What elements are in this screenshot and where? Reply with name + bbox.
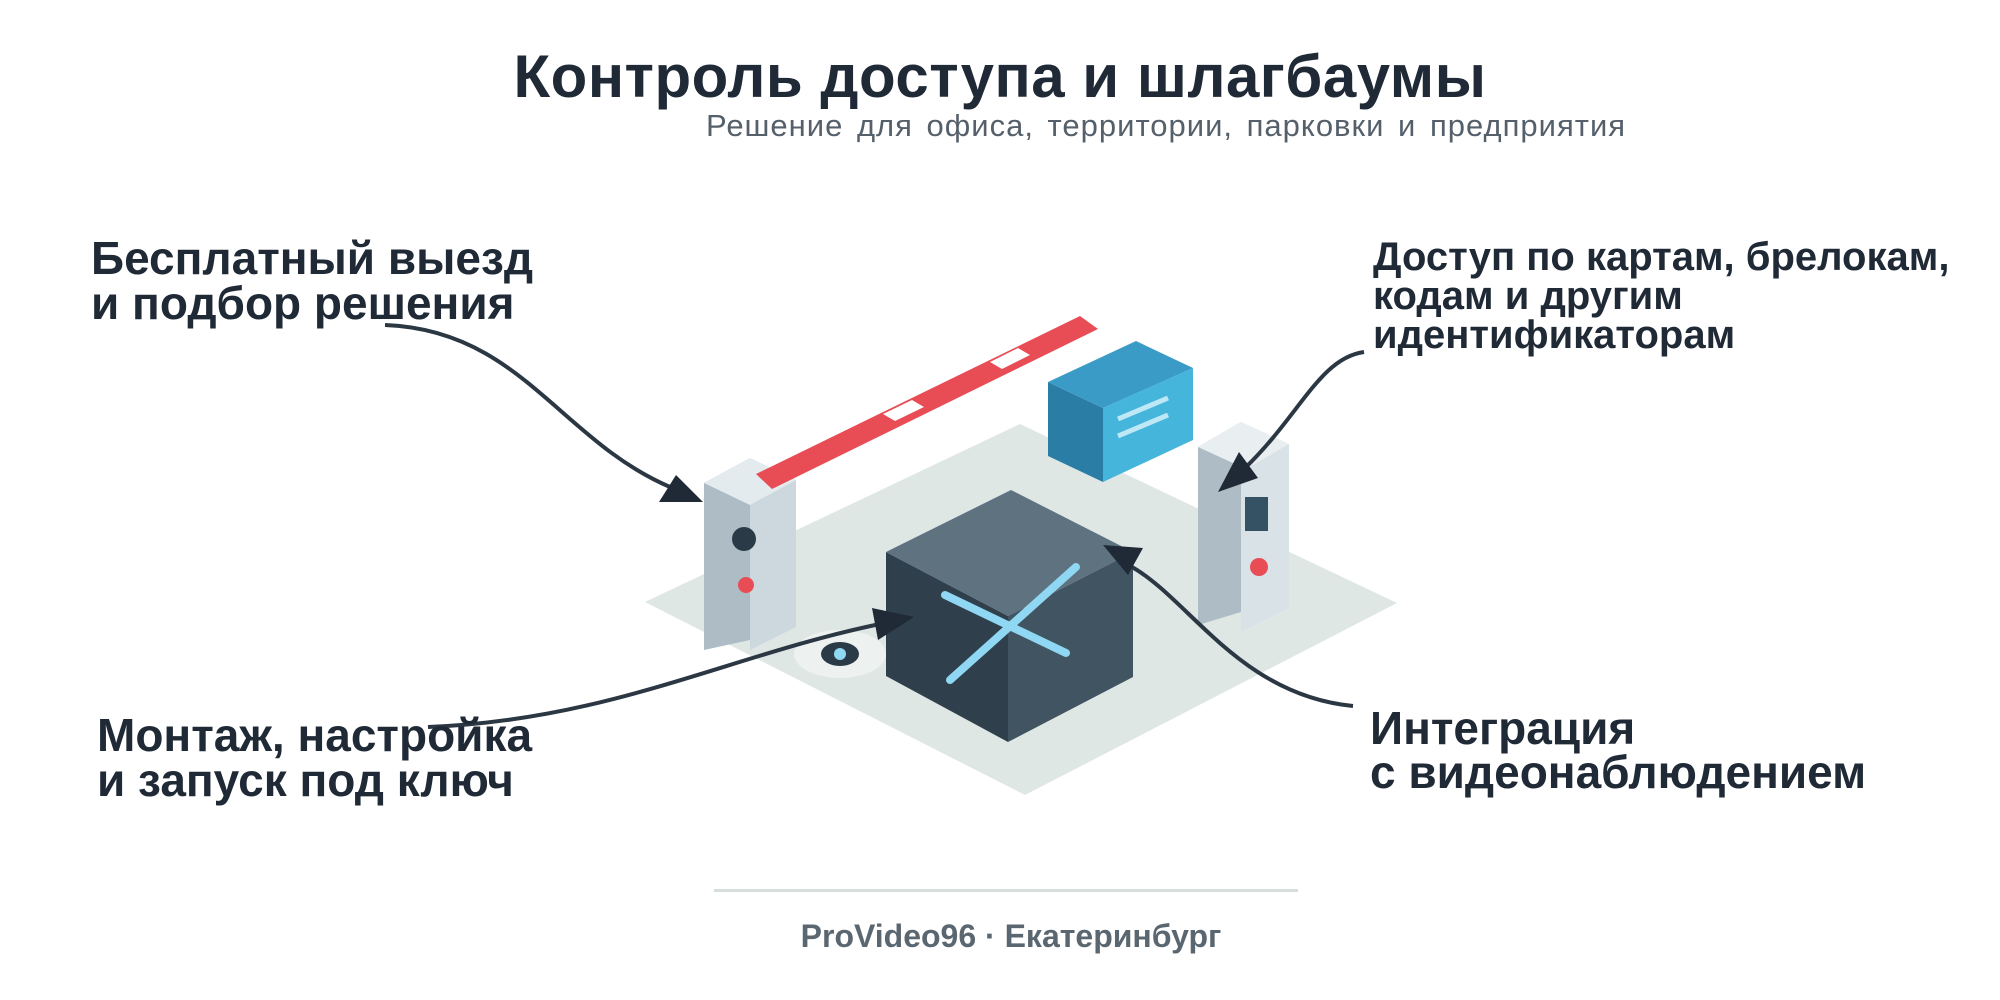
controller-box-icon (886, 490, 1133, 742)
footer-brand: ProVideo96 · Екатеринбург (800, 918, 1222, 954)
page-title: Контроль доступа и шлагбаумы (513, 43, 1487, 110)
callout-card-access: Доступ по картам, брелокам, кодам и друг… (1373, 235, 1950, 357)
callout-card-access-line2: кодам и другим (1373, 274, 1683, 318)
left-barrier-post (704, 458, 796, 650)
callout-video-integration-line2: с видеонаблюдением (1370, 746, 1867, 798)
callout-free-visit-line1: Бесплатный выезд (91, 232, 534, 284)
callout-video-integration: Интеграция с видеонаблюдением (1370, 702, 1867, 798)
arrow-video-integration (1103, 545, 1354, 708)
camera-eye-icon (794, 630, 886, 678)
arrow-card-access (1218, 350, 1365, 492)
callout-card-access-line1: Доступ по картам, брелокам, (1373, 235, 1950, 279)
callout-free-visit: Бесплатный выезд и подбор решения (91, 232, 534, 329)
callout-card-access-line3: идентификаторам (1373, 313, 1736, 357)
arrow-installation (427, 608, 914, 729)
arrow-free-visit (384, 323, 703, 502)
callout-installation-line2: и запуск под ключ (97, 754, 514, 806)
callout-free-visit-line2: и подбор решения (91, 277, 515, 329)
callout-installation: Монтаж, настройка и запуск под ключ (97, 709, 533, 806)
callout-installation-line1: Монтаж, настройка (97, 709, 533, 761)
access-post-icon (1198, 422, 1289, 632)
barrier-gate-icon (756, 316, 1098, 489)
card-reader-icon (1048, 341, 1193, 482)
page-subtitle: Решение для офиса, территории, парковки … (706, 108, 1627, 143)
callout-video-integration-line1: Интеграция (1370, 702, 1636, 754)
footer-divider (714, 889, 1298, 892)
